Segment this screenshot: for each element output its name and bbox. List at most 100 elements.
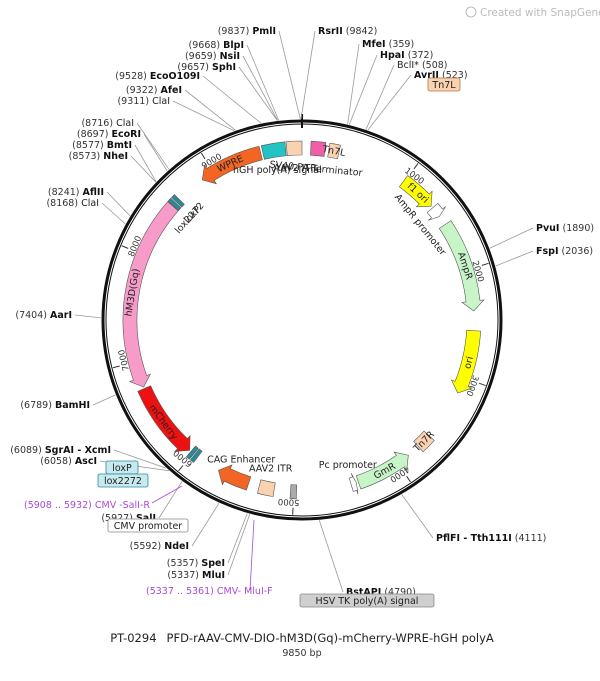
restriction-site-label: (8168) ClaI: [46, 198, 99, 209]
site-position: (9659): [185, 51, 217, 62]
feature-label: mCherry: [147, 402, 180, 442]
feature-tag-box: [299, 593, 435, 608]
restriction-site-label: (5337) MluI: [167, 570, 225, 581]
feature-tag-label: lox2272: [104, 476, 142, 487]
site-position: (5592): [130, 541, 162, 552]
tick-mark: [121, 245, 129, 249]
feature-label: Pc promoter: [319, 460, 377, 471]
feature-tag-label: loxP: [112, 463, 132, 474]
site-leader-line: [300, 30, 316, 120]
site-position: (2036): [562, 246, 594, 257]
feature-label: ori: [462, 355, 476, 370]
site-name: AfeI: [161, 85, 182, 96]
tick-mark: [178, 465, 184, 472]
site-leader-line: [184, 89, 236, 131]
feature-tag-box: [427, 77, 461, 92]
site-position: (5357): [167, 558, 199, 569]
plasmid-id: PT-0294: [110, 631, 156, 645]
restriction-site-label: (8241) AflII: [48, 187, 104, 198]
primer-label: (5908 .. 5932) CMV -SalI-R: [24, 500, 150, 511]
tick-mark: [112, 365, 120, 369]
feature-shape: [413, 430, 435, 453]
feature-tag-label: CMV promoter: [114, 521, 183, 532]
site-position: (8697): [77, 129, 109, 140]
feature-tag-label: HSV TK poly(A) signal: [316, 596, 419, 607]
primer-labels: (5908 .. 5932) CMV -SalI-R (5337 .. 5361)…: [24, 485, 273, 597]
restriction-site-label: (9837) PmlI: [218, 26, 276, 37]
feature-shape: [355, 451, 409, 490]
site-leader-line: [113, 449, 167, 469]
site-leader-line: [101, 202, 126, 225]
plasmid-backbone-inner: [105, 123, 499, 517]
site-position: (6058): [40, 456, 72, 467]
restriction-site-label: (8577) BmtI: [72, 140, 132, 151]
site-name: MluI: [202, 570, 225, 581]
site-leader-line: [278, 30, 301, 120]
restriction-site-label: (6089) SgrAI - XcmI: [10, 445, 111, 456]
site-leader-line: [158, 481, 183, 519]
restriction-site-label: FspI (2036): [536, 246, 593, 257]
feature-shape: [257, 479, 276, 497]
feature-shape: [289, 484, 298, 500]
feature-shape: [260, 141, 287, 160]
feature-label: AAV2 ITR: [273, 163, 317, 174]
site-position: (7404): [15, 310, 47, 321]
restriction-site-label: BclI* (508): [397, 60, 448, 71]
restriction-site-label: (9659) NsiI: [185, 51, 240, 62]
site-position: (8168): [46, 198, 78, 209]
feature-shape: [137, 385, 191, 452]
site-position: (523): [442, 70, 468, 81]
restriction-site-label: (9668) BlpI: [189, 40, 244, 51]
feature-shape: [310, 140, 327, 157]
site-name: ClaI: [152, 96, 170, 107]
feature-shape: [285, 140, 303, 156]
restriction-site-label: RsrII (9842): [318, 26, 377, 37]
feature-shape: [190, 448, 203, 463]
site-name: NsiI: [220, 51, 240, 62]
site-position: (8573): [69, 151, 101, 162]
restriction-site-label: BstAPI (4790): [346, 587, 416, 598]
feature-shape: [171, 194, 185, 208]
site-position: (372): [408, 50, 434, 61]
site-position: (508): [422, 60, 448, 71]
site-position: (1890): [562, 223, 594, 234]
site-position: (9528): [115, 71, 147, 82]
site-position: (8241): [48, 187, 80, 198]
site-leader-line: [74, 314, 102, 319]
site-leader-line: [401, 494, 434, 539]
site-leader-line: [238, 66, 278, 121]
restriction-site-label: (9322) AfeI: [126, 85, 182, 96]
site-name: SpeI: [201, 558, 225, 569]
site-leader-line: [348, 54, 378, 125]
restriction-site-label: AvrII (523): [414, 70, 468, 81]
feature-shape: [348, 473, 359, 495]
feature-shape: [438, 220, 485, 312]
site-position: (9322): [126, 85, 158, 96]
site-name: BlpI: [223, 40, 244, 51]
primer-label: (5337 .. 5361) CMV- MluI-F: [146, 586, 273, 597]
site-name: ClaI: [81, 198, 99, 209]
restriction-site-label: (5927) SalI: [101, 513, 156, 524]
restriction-site-label: (8716) ClaI: [81, 118, 134, 129]
restriction-site-label: (6789) BamHI: [20, 400, 90, 411]
site-position: (9668): [189, 40, 221, 51]
feature-shape: [201, 145, 263, 185]
site-leader-line: [106, 191, 131, 217]
restriction-sites: RsrII (9842)(9837) PmlI(9668) BlpI(9659)…: [10, 26, 594, 598]
plasmid-name: PFD-rAAV-CMV-DIO-hM3D(Gq)-mCherry-WPRE-h…: [167, 631, 494, 645]
site-name: PflFI - Tth111I: [436, 533, 512, 544]
site-position: (6089): [10, 445, 42, 456]
site-name: EcoRI: [112, 129, 142, 140]
plasmid-length: 9850 bp: [282, 648, 321, 659]
site-position: (8577): [72, 140, 104, 151]
site-name: SalI: [136, 513, 156, 524]
site-name: EcoO109I: [150, 71, 200, 82]
feature-shape: [186, 445, 199, 460]
site-name: AflII: [83, 187, 104, 198]
primer-leader: [249, 519, 255, 591]
feature-shape: [327, 142, 341, 160]
site-leader-line: [143, 133, 168, 172]
